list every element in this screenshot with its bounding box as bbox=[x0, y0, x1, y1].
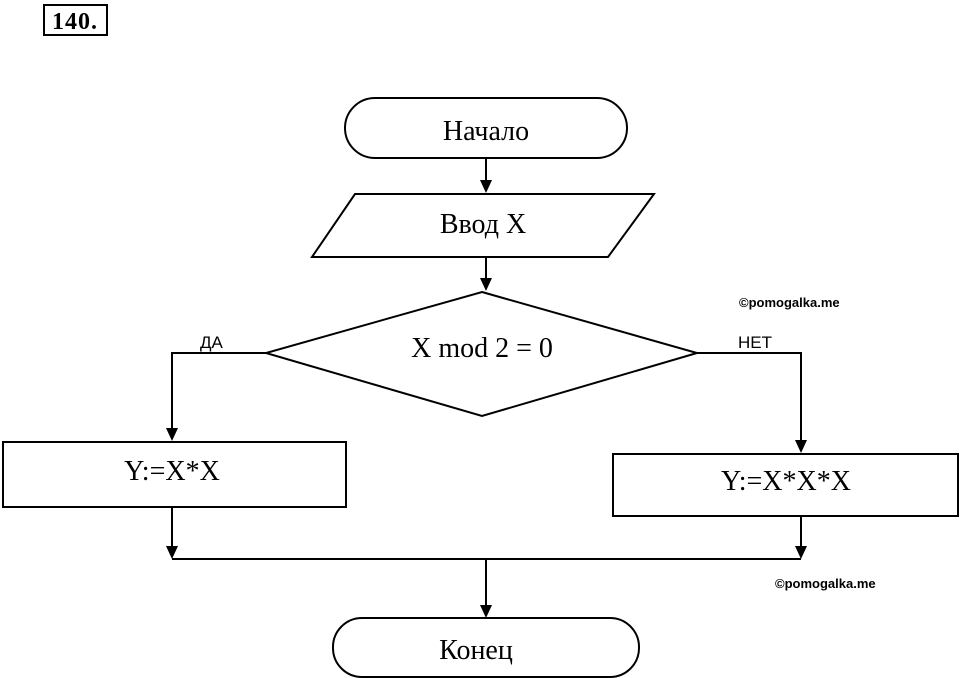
no-process-box bbox=[612, 453, 959, 517]
no-branch-line bbox=[697, 352, 802, 440]
arrow-start-to-input bbox=[480, 158, 492, 193]
input-node: Ввод X bbox=[310, 193, 656, 258]
arrow-head-icon bbox=[480, 278, 492, 291]
problem-number: 140. bbox=[43, 4, 108, 36]
condition-node: X mod 2 = 0 bbox=[262, 290, 701, 418]
watermark-text: ©pomogalka.me bbox=[775, 576, 876, 591]
end-terminator-shape bbox=[332, 617, 640, 678]
problem-number-label: 140. bbox=[52, 9, 98, 35]
no-process-label: Y:=X*X*X bbox=[721, 466, 851, 497]
arrow-head-icon bbox=[166, 428, 178, 441]
arrow-head-icon bbox=[480, 180, 492, 193]
end-node: Конец bbox=[332, 617, 640, 678]
watermark-text: ©pomogalka.me bbox=[739, 295, 840, 310]
start-label: Начало bbox=[443, 116, 529, 147]
decision-diamond-shape bbox=[262, 290, 701, 418]
no-branch: НЕТ bbox=[697, 333, 807, 453]
merge-connector bbox=[166, 507, 807, 618]
arrow-head-icon bbox=[166, 546, 178, 559]
end-label: Конец bbox=[439, 635, 513, 666]
start-node: Начало bbox=[344, 97, 628, 159]
yes-branch-label: ДА bbox=[200, 333, 224, 352]
no-branch-label: НЕТ bbox=[738, 333, 772, 352]
problem-number-box bbox=[43, 4, 108, 36]
yes-branch: ДА bbox=[166, 333, 266, 441]
yes-process-node: Y:=X*X bbox=[2, 441, 347, 508]
arrow-input-to-condition bbox=[480, 257, 492, 291]
yes-process-box bbox=[2, 441, 347, 508]
yes-process-label: Y:=X*X bbox=[124, 456, 220, 487]
arrow-head-icon bbox=[795, 440, 807, 453]
input-label: Ввод X bbox=[440, 209, 526, 240]
yes-branch-line bbox=[171, 352, 266, 428]
input-parallelogram-shape bbox=[310, 193, 656, 258]
arrow-head-icon bbox=[795, 546, 807, 559]
no-process-node: Y:=X*X*X bbox=[612, 453, 959, 517]
condition-label: X mod 2 = 0 bbox=[411, 333, 553, 364]
arrow-head-icon bbox=[480, 605, 492, 618]
